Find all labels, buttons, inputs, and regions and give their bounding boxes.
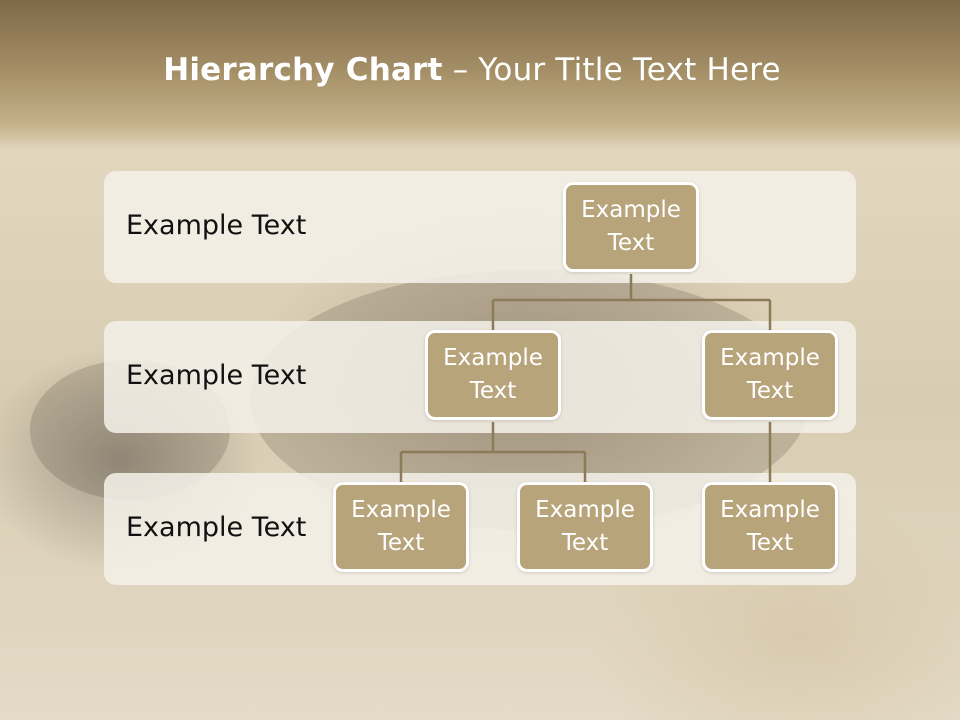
- node-level3-a-text: Example Text: [351, 497, 451, 556]
- level-label-1: Example Text: [126, 210, 307, 241]
- connector-left: [399, 422, 587, 482]
- node-level2-right-text: Example Text: [720, 345, 820, 404]
- node-root[interactable]: Example Text: [563, 182, 699, 272]
- level-label-3: Example Text: [126, 512, 307, 543]
- title-bold: Hierarchy Chart: [163, 52, 443, 88]
- connector-root: [491, 274, 772, 330]
- node-level3-c-text: Example Text: [720, 497, 820, 556]
- level-label-2: Example Text: [126, 360, 307, 391]
- node-root-text: Example Text: [581, 197, 681, 256]
- node-level3-b[interactable]: Example Text: [517, 482, 653, 572]
- node-level3-a[interactable]: Example Text: [333, 482, 469, 572]
- node-level2-left-text: Example Text: [443, 345, 543, 404]
- node-level3-c[interactable]: Example Text: [702, 482, 838, 572]
- level-band-1: [104, 171, 856, 283]
- title-rest: – Your Title Text Here: [442, 52, 781, 88]
- node-level2-left[interactable]: Example Text: [425, 330, 561, 420]
- slide-title: Hierarchy Chart – Your Title Text Here: [0, 52, 944, 88]
- node-level3-b-text: Example Text: [535, 497, 635, 556]
- node-level2-right[interactable]: Example Text: [702, 330, 838, 420]
